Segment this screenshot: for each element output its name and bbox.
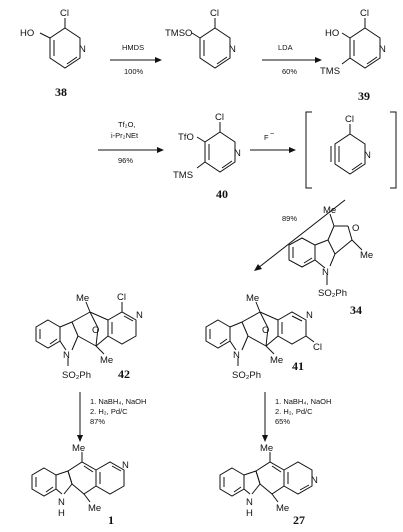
oxygen-label: O [92, 325, 99, 336]
chlorine-label: Cl [117, 292, 126, 303]
compound-41-label: 41 [292, 359, 304, 373]
step5-yield: 89% [282, 214, 297, 223]
chlorine-label: Cl [313, 342, 322, 353]
nitrogen-label: N [63, 350, 70, 361]
methyl-label: Me [360, 250, 373, 261]
nitrogen-label: N [58, 497, 65, 508]
chlorine-label: Cl [210, 8, 219, 19]
triflate-label: TfO [178, 132, 194, 143]
nitrogen-label: N [79, 44, 86, 55]
compound-40-label: 40 [216, 187, 228, 201]
oxygen-label: O [352, 223, 359, 234]
nitrogen-label: N [233, 350, 240, 361]
compound-40-structure: Cl TfO N TMS [173, 112, 241, 181]
nitrogen-label: N [322, 267, 329, 278]
chlorine-label: Cl [215, 112, 224, 123]
step7-yield: 65% [275, 417, 290, 426]
nitrogen-label: N [234, 148, 241, 159]
nitrogen-label: N [379, 44, 386, 55]
step3-yield: 96% [118, 156, 133, 165]
tms-label: TMS [320, 66, 340, 77]
step3-reagent1: Tf₂O, [118, 120, 136, 129]
step7-line1: 1. NaBH₄, NaOH [275, 397, 331, 406]
arrow-step1 [110, 57, 162, 63]
hydrogen-label: H [246, 508, 253, 519]
sulfonyl-label: SO₂Ph [232, 370, 261, 381]
compound-38-label: 38 [55, 85, 67, 99]
compound-41-structure: N Cl Me O Me N SO₂Ph [205, 293, 322, 381]
tmso-label: TMSO [165, 28, 192, 39]
methyl-label: Me [276, 503, 289, 514]
compound-27-structure: N Me Me N H [219, 443, 318, 519]
chlorine-label: Cl [345, 114, 354, 125]
step2-reagent: LDA [278, 43, 293, 52]
methyl-label: Me [260, 443, 273, 454]
step2-yield: 60% [282, 67, 297, 76]
pyridyne-intermediate: Cl N [305, 111, 397, 189]
arrow-step7 [262, 392, 268, 442]
compound-39-structure: Cl HO N TMS [320, 8, 386, 77]
step6-yield: 87% [90, 417, 105, 426]
hydroxy-label: HO [325, 28, 339, 39]
methyl-label: Me [76, 293, 89, 304]
methyl-label: Me [100, 355, 113, 366]
step6-line2: 2. H₂, Pd/C [90, 407, 128, 416]
compound-39-label: 39 [358, 89, 370, 103]
step1-yield: 100% [124, 67, 144, 76]
oxygen-label: O [262, 325, 269, 336]
tms-label: TMS [173, 170, 193, 181]
arrow-step4 [250, 147, 296, 153]
compound-27-label: 27 [293, 513, 305, 527]
hydrogen-label: H [58, 508, 65, 519]
nitrogen-label: N [122, 460, 129, 471]
nitrogen-label: N [306, 310, 313, 321]
step1-reagent: HMDS [122, 43, 144, 52]
sulfonyl-label: SO₂Ph [318, 288, 347, 299]
compound-34-label: 34 [350, 303, 362, 317]
sulfonyl-label: SO₂Ph [62, 370, 91, 381]
arrow-step2 [262, 57, 322, 63]
methyl-label: Me [270, 355, 283, 366]
methyl-label: Me [88, 503, 101, 514]
nitrogen-label: N [246, 497, 253, 508]
chlorine-label: Cl [360, 8, 369, 19]
compound-42-structure: Cl N Me O Me N SO₂Ph [35, 292, 143, 381]
step7-line2: 2. H₂, Pd/C [275, 407, 313, 416]
fluoride-charge: − [270, 129, 275, 138]
arrow-step3 [98, 147, 164, 153]
compound-42-label: 42 [118, 367, 130, 381]
step3-reagent2: i-Pr₂NEt [111, 131, 139, 140]
nitrogen-label: N [136, 310, 143, 321]
hydroxy-label: HO [20, 28, 34, 39]
step4-reagent: F [264, 133, 269, 142]
methyl-label: Me [323, 205, 336, 216]
nitrogen-label: N [311, 475, 318, 486]
compound-34-structure: Me O Me N SO₂Ph [288, 205, 373, 299]
compound-tmso-structure: Cl TMSO N [165, 8, 236, 69]
nitrogen-label: N [364, 150, 371, 161]
compound-1-label: 1 [108, 513, 114, 527]
nitrogen-label: N [229, 44, 236, 55]
chlorine-label: Cl [60, 8, 69, 19]
compound-1-structure: N Me Me N H [31, 443, 129, 519]
methyl-label: Me [72, 443, 85, 454]
methyl-label: Me [246, 293, 259, 304]
compound-38-structure: Cl HO N [20, 8, 86, 69]
arrow-step6 [77, 392, 83, 442]
arrow-step5 [254, 199, 346, 271]
step6-line1: 1. NaBH₄, NaOH [90, 397, 146, 406]
